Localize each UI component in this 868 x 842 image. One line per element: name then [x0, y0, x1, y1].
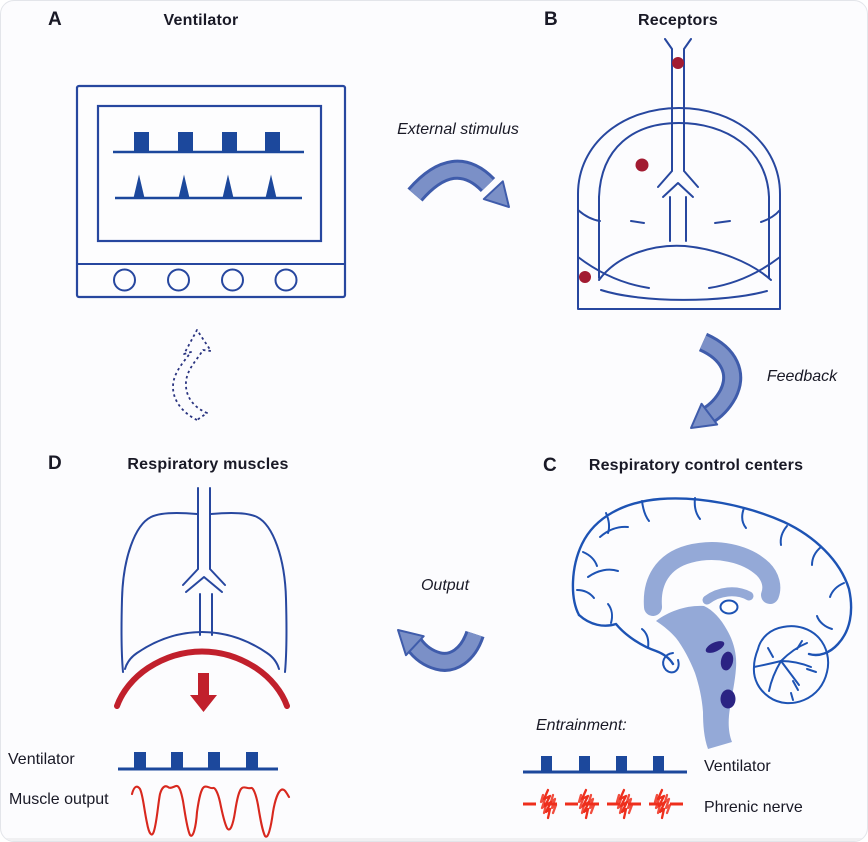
screen-spike-wave	[115, 174, 302, 200]
rib-line	[577, 256, 650, 289]
inner-dome	[598, 122, 770, 198]
arrow-output: Output	[397, 577, 485, 672]
trachea	[657, 38, 699, 188]
receptor-dot-icon	[635, 158, 649, 172]
panel-c-title: Respiratory control centers	[589, 457, 803, 474]
arrow-feedback: Feedback	[690, 332, 838, 429]
lung-outline-right	[210, 512, 288, 673]
center-blob-icon	[720, 651, 734, 671]
brain-sagittal-diagram	[571, 497, 853, 749]
ventilator-knobs	[113, 268, 298, 292]
center-blob-icon	[720, 689, 736, 709]
receptor-dot-icon	[579, 271, 591, 283]
knob-icon	[113, 268, 136, 292]
panel-a-title: Ventilator	[164, 12, 239, 29]
arbor-vitae-lines	[753, 640, 817, 701]
knob-icon	[167, 268, 190, 292]
fornix-band	[702, 587, 754, 605]
chest-outline	[577, 107, 781, 310]
panel-a-ventilator: A Ventilator	[48, 9, 347, 299]
lung-base-curve	[124, 631, 280, 670]
muscle-ventilator-label: Ventilator	[8, 751, 75, 768]
rib-line	[708, 256, 781, 289]
rib-line	[630, 220, 645, 224]
uncus-loop	[662, 652, 680, 674]
thorax-lungs-diagram	[577, 38, 781, 310]
entrainment-label: Entrainment:	[536, 717, 627, 734]
diaphragm-dome	[598, 244, 772, 281]
output-label: Output	[421, 577, 470, 594]
carina-chevron-d	[185, 576, 223, 593]
cortex-outline	[571, 497, 853, 657]
panel-d-respiratory-muscles: D Respiratory muscles Ventilator Muscle …	[8, 453, 291, 838]
dotted-return-arrow-icon	[172, 329, 212, 421]
receptor-dots	[579, 57, 684, 283]
carina-chevron	[662, 182, 694, 198]
phrenic-nerve-trace	[523, 788, 689, 820]
ventilator-screen	[96, 104, 323, 243]
panel-d-title: Respiratory muscles	[127, 456, 288, 473]
lower-airway-d	[199, 593, 213, 636]
phrenic-nerve-label: Phrenic nerve	[704, 799, 803, 816]
curved-arrow-left-icon	[397, 629, 485, 672]
brainstem	[656, 605, 737, 749]
rib-line	[760, 209, 781, 223]
respiratory-center-blobs	[705, 641, 736, 709]
corpus-callosum	[643, 542, 781, 616]
ventilator-machine	[75, 84, 347, 299]
sulci-lines	[576, 497, 845, 649]
down-arrow-icon	[190, 673, 217, 712]
entrainment-ventilator-trace	[523, 756, 687, 774]
panel-c-control-centers: C Respiratory control centers	[523, 455, 853, 820]
panel-c-letter: C	[543, 455, 557, 476]
panel-d-letter: D	[48, 453, 62, 474]
screen-square-wave	[113, 132, 304, 154]
trachea-d	[182, 487, 226, 586]
curved-arrow-right-icon	[407, 159, 510, 208]
rib-line	[577, 209, 601, 222]
lower-airway	[669, 196, 687, 242]
nerve-burst-icon	[615, 788, 634, 820]
nerve-burst-icon	[577, 788, 596, 820]
external-stimulus-label: External stimulus	[397, 121, 519, 138]
curved-arrow-down-icon	[690, 332, 742, 429]
feedback-label: Feedback	[767, 368, 838, 385]
panel-b-receptors: B Receptors	[544, 9, 781, 310]
muscle-output-waveform	[130, 784, 291, 838]
knob-icon	[221, 268, 244, 292]
panel-b-letter: B	[544, 9, 558, 30]
center-blob-icon	[705, 641, 725, 653]
lungs-diagram-d	[120, 487, 288, 673]
panel-b-title: Receptors	[638, 12, 718, 29]
bottom-edge-strip	[1, 838, 867, 841]
diaphragm-arc	[114, 648, 290, 709]
knob-icon	[274, 268, 298, 292]
muscle-output-label: Muscle output	[9, 791, 109, 808]
receptor-dot-icon	[672, 57, 684, 69]
nerve-burst-icon	[653, 788, 672, 820]
nerve-burst-icon	[539, 788, 558, 820]
lung-outline-left	[120, 512, 198, 673]
thalamic-circle	[719, 599, 739, 615]
rib-line	[600, 289, 768, 301]
arrow-external-stimulus: External stimulus	[397, 121, 519, 208]
panel-a-letter: A	[48, 9, 62, 30]
muscle-ventilator-trace	[118, 752, 278, 771]
cerebellum	[752, 625, 830, 705]
rib-line	[714, 220, 731, 224]
entrainment-ventilator-label: Ventilator	[704, 758, 771, 775]
